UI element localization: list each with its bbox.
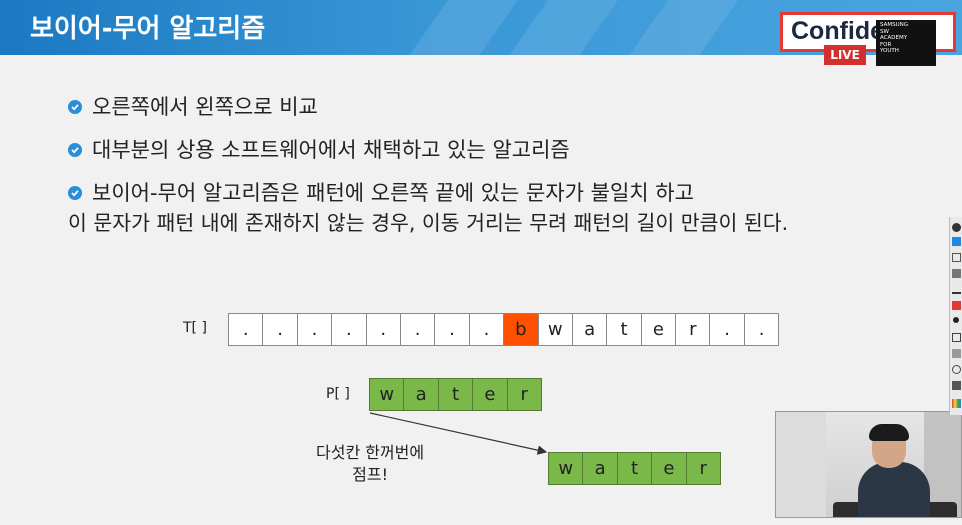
- shifted-pattern-cell: t: [616, 452, 653, 485]
- shifted-pattern-cell: w: [548, 452, 584, 485]
- shifted-pattern-cell: r: [685, 452, 721, 485]
- text-cell: e: [640, 313, 677, 346]
- undo-icon[interactable]: [952, 349, 961, 358]
- text-cell: .: [743, 313, 780, 346]
- text-cell-mismatch: b: [503, 313, 539, 346]
- text-cell: .: [296, 313, 333, 346]
- dot-icon[interactable]: [953, 317, 959, 323]
- text-cell: w: [537, 313, 573, 346]
- check-icon: [68, 186, 82, 200]
- text-cell: .: [709, 313, 745, 346]
- slide-title: 보이어-무어 알고리즘: [30, 14, 266, 44]
- bullet-text-continuation: 이 문자가 패턴 내에 존재하지 않는 경우, 이동 거리는 무려 패턴의 길이…: [68, 211, 789, 235]
- palette-icon[interactable]: [952, 399, 961, 408]
- bullet-text: 오른쪽에서 왼쪽으로 비교: [92, 95, 318, 119]
- bullet-item: 오른쪽에서 왼쪽으로 비교: [68, 92, 318, 122]
- pen-icon[interactable]: [952, 223, 961, 232]
- logo-line: FOR: [880, 41, 892, 48]
- text-cell: .: [262, 313, 298, 346]
- pattern-cell: a: [403, 378, 439, 411]
- bullet-item: 대부분의 상용 소프트웨어에서 채택하고 있는 알고리즘: [68, 135, 570, 165]
- jump-note-line2: 점프!: [352, 465, 388, 484]
- text-cell: .: [365, 313, 401, 346]
- pattern-cell: e: [472, 378, 508, 411]
- zoom-icon[interactable]: [952, 365, 961, 374]
- text-cell: a: [571, 313, 608, 346]
- jump-note-line1: 다섯칸 한꺼번에: [316, 443, 425, 462]
- check-icon: [68, 100, 82, 114]
- webcam-overlay: [775, 411, 962, 518]
- pattern-cell: r: [506, 378, 542, 411]
- pattern-array-label: P[ ]: [326, 386, 350, 402]
- live-badge: LIVE: [824, 45, 866, 65]
- shape-icon[interactable]: [952, 333, 961, 342]
- highlighter-icon[interactable]: [952, 237, 961, 246]
- shifted-pattern-cell: e: [651, 452, 687, 485]
- academy-logo: SAMSUNG SW ACADEMY FOR YOUTH: [876, 20, 936, 66]
- logo-line: ACADEMY: [880, 35, 908, 41]
- logo-line: SAMSUNG: [880, 22, 908, 28]
- bullet-item: 보이어-무어 알고리즘은 패턴에 오른쪽 끝에 있는 문자가 불일치 하고 이 …: [68, 178, 788, 238]
- text-cell: .: [228, 313, 264, 346]
- eraser-icon[interactable]: [952, 269, 961, 278]
- bullet-text: 대부분의 상용 소프트웨어에서 채택하고 있는 알고리즘: [92, 138, 570, 162]
- color-icon[interactable]: [952, 301, 961, 310]
- line-icon[interactable]: [952, 285, 961, 294]
- logo-line: SW: [880, 28, 889, 35]
- clear-icon[interactable]: [952, 381, 961, 390]
- text-cell: t: [606, 313, 642, 346]
- shifted-pattern-cell: a: [582, 452, 618, 485]
- check-icon: [68, 143, 82, 157]
- jump-note: 다섯칸 한꺼번에 점프!: [316, 442, 424, 486]
- cursor-icon[interactable]: [952, 253, 961, 262]
- text-array-label: T[ ]: [183, 320, 207, 336]
- text-cell: .: [399, 313, 436, 346]
- logo-line: YOUTH: [880, 48, 899, 54]
- pattern-cell: w: [369, 378, 405, 411]
- annotation-toolbar: [949, 217, 962, 415]
- bullet-text: 보이어-무어 알고리즘은 패턴에 오른쪽 끝에 있는 문자가 불일치 하고: [92, 181, 694, 205]
